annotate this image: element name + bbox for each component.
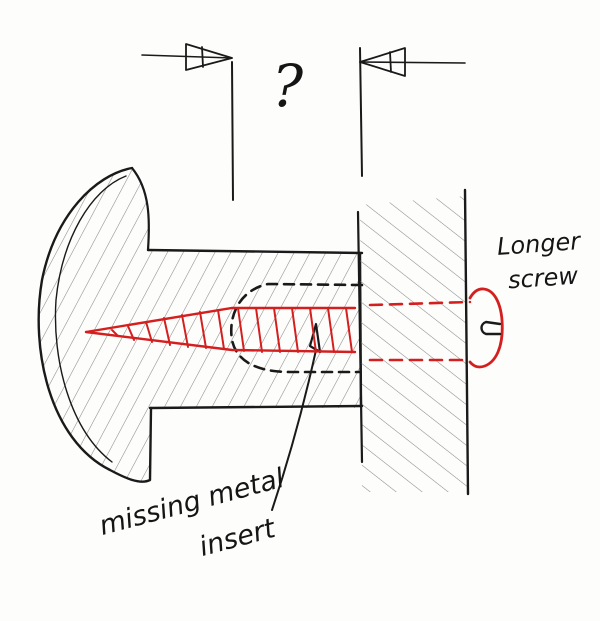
longer-screw: [84, 287, 504, 369]
right-dimension-line: [359, 61, 466, 64]
screw-body-outline: [84, 306, 357, 354]
screw-head: [468, 287, 504, 369]
longer-screw-label-line1: Longer: [496, 227, 582, 261]
right-arrowhead: [359, 47, 406, 77]
screw-shaft-dashed-top: [368, 300, 472, 307]
panel-right-edge: [463, 188, 470, 496]
knob-neck-top: [130, 166, 150, 252]
screw-slot: [480, 320, 502, 336]
insert-dashed-outline: [229, 282, 364, 374]
screw-threads: [111, 307, 353, 353]
panel-left-edge: [356, 210, 364, 464]
left-dimension-line: [141, 54, 233, 59]
knob-cross-section: [37, 166, 364, 483]
left-arrowhead: [185, 43, 233, 71]
right-extension-line: [359, 47, 363, 177]
knob-inner-stroke: [54, 175, 127, 463]
dimension-lines: [141, 43, 466, 201]
knob-outline: [37, 166, 153, 483]
pointer-line: [271, 349, 317, 511]
left-extension-line: [231, 61, 234, 201]
longer-screw-label-line2: screw: [507, 261, 579, 295]
panel-cross-section: [356, 188, 470, 496]
dimension-question-mark: ?: [272, 52, 304, 120]
shaft-top-edge: [146, 248, 364, 255]
shaft-bottom-edge: [148, 404, 364, 410]
